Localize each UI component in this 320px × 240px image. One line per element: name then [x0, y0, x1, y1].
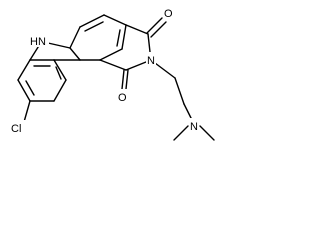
- chemical-structure-diagram: H N O N O Cl N: [10, 5, 215, 141]
- carbonyl-upper: [146, 17, 167, 38]
- atom-labels: H N O N O Cl N: [10, 5, 199, 135]
- methyl-bond: [173, 125, 189, 141]
- double-bond-inner: [55, 66, 62, 80]
- bond: [99, 59, 127, 71]
- atom-label-h: H: [30, 36, 38, 48]
- bond: [121, 24, 127, 50]
- bond: [121, 69, 125, 90]
- bond: [17, 59, 31, 81]
- bond: [99, 48, 123, 61]
- bond: [69, 26, 81, 49]
- bond: [17, 79, 31, 102]
- bond: [47, 42, 71, 49]
- bond: [147, 33, 151, 53]
- label-background: [163, 5, 173, 19]
- bond: [150, 21, 167, 38]
- bond: [79, 14, 105, 28]
- atom-label-cl: Cl: [11, 123, 21, 135]
- bond: [69, 47, 81, 61]
- imide-ring: [99, 24, 151, 71]
- bond: [23, 100, 31, 123]
- double-bond-inner: [84, 21, 104, 32]
- bond: [125, 69, 129, 90]
- chloro-substituent: [23, 100, 31, 123]
- label-background: [146, 52, 156, 66]
- atom-label-n-indole: N: [38, 36, 46, 48]
- bond: [183, 103, 193, 121]
- benzo-ring-left: [17, 59, 67, 102]
- benzo-ring-center: [69, 14, 127, 61]
- atom-label-n-imide: N: [147, 55, 155, 67]
- atom-label-o-upper: O: [164, 8, 173, 20]
- bond: [125, 24, 149, 35]
- label-background: [10, 120, 26, 134]
- methyl-bond: [199, 125, 215, 141]
- dimethylaminoethyl-chain: [154, 62, 215, 141]
- atom-label-n-amine: N: [190, 121, 198, 133]
- bond: [174, 77, 185, 105]
- label-background: [189, 118, 199, 132]
- label-background: [117, 89, 127, 103]
- bond: [154, 62, 176, 79]
- carbonyl-lower: [121, 69, 129, 90]
- bond: [53, 79, 67, 102]
- label-background: [29, 33, 49, 47]
- bond: [125, 61, 147, 71]
- double-bond-inner: [116, 29, 121, 47]
- bond: [103, 14, 127, 26]
- atom-label-o-lower: O: [118, 92, 127, 104]
- double-bond-inner: [25, 80, 35, 96]
- bond: [53, 59, 67, 81]
- bond: [146, 17, 163, 34]
